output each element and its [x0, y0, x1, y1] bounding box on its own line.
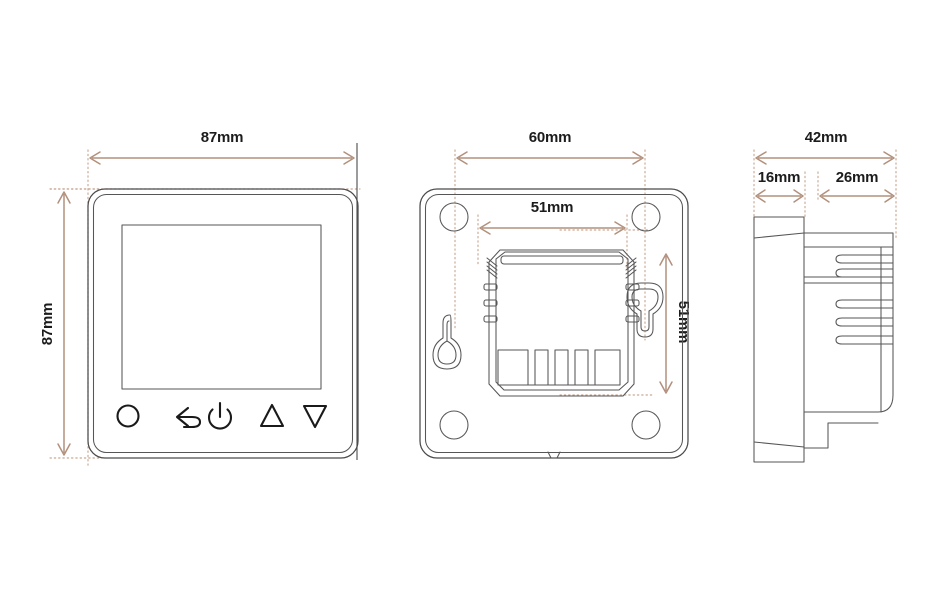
back-body-height-label: 51mm	[675, 301, 692, 344]
side-vent-slots	[835, 254, 894, 345]
terminal-module	[483, 249, 640, 397]
side-total-depth-dimension: 42mm	[755, 129, 895, 165]
terminal-contacts-right	[625, 257, 640, 323]
front-height-dimension: 87mm	[39, 191, 71, 456]
side-body-profile	[803, 232, 894, 413]
power-icon-ring	[208, 408, 232, 430]
backplate-bottom-notch	[547, 451, 561, 459]
side-face-depth-dimension: 16mm	[755, 169, 804, 203]
side-face-depth-label: 16mm	[758, 169, 801, 186]
terminal-module-top-rail	[500, 255, 624, 265]
front-width-label: 87mm	[201, 129, 244, 146]
circle-icon	[116, 404, 140, 428]
keyhole-slot-left	[432, 314, 462, 370]
front-faceplate-inner-bezel	[92, 193, 354, 454]
screw-hole-bottom-right	[631, 410, 661, 440]
side-extension-lines	[753, 149, 897, 241]
display-screen	[121, 224, 322, 390]
side-lower-step	[803, 411, 879, 449]
back-arrow-icon	[175, 406, 202, 429]
back-extension-lines	[454, 149, 653, 396]
screw-hole-top-left	[439, 202, 469, 232]
front-height-label: 87mm	[39, 303, 56, 346]
back-mount-width-label: 60mm	[529, 129, 572, 146]
up-button[interactable]	[259, 403, 285, 428]
screw-hole-bottom-left	[439, 410, 469, 440]
backplate-inner-edge	[424, 193, 684, 454]
down-button[interactable]	[302, 404, 328, 429]
back-body-width-label: 51mm	[531, 199, 574, 216]
screw-hole-top-right	[631, 202, 661, 232]
terminal-contacts-left	[483, 257, 498, 323]
back-body-width-dimension: 51mm	[479, 199, 626, 235]
side-total-depth-label: 42mm	[805, 129, 848, 146]
side-body-depth-dimension: 26mm	[819, 169, 895, 203]
menu-button[interactable]	[116, 404, 140, 428]
terminal-comb	[497, 349, 621, 386]
side-faceplate-profile	[753, 216, 805, 463]
keyhole-slot-right	[626, 282, 664, 338]
front-width-dimension: 87mm	[89, 129, 355, 165]
triangle-up-icon	[259, 403, 285, 428]
triangle-down-icon	[302, 404, 328, 429]
front-faceplate-outer	[87, 188, 359, 459]
side-body-depth-label: 26mm	[836, 169, 879, 186]
power-button[interactable]	[208, 401, 232, 430]
back-button[interactable]	[175, 406, 202, 429]
side-view: 42mm 16mm 26mm	[753, 129, 897, 463]
back-mount-width-dimension: 60mm	[456, 129, 644, 165]
back-view: 60mm 51mm 51mm	[419, 129, 692, 459]
front-button-row	[116, 401, 328, 430]
front-view: 87mm 87mm	[39, 129, 361, 469]
